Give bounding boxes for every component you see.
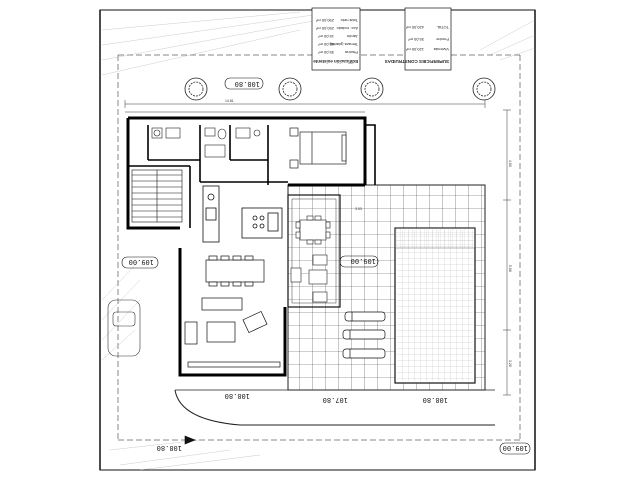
svg-text:290,00 m²: 290,00 m² — [315, 18, 334, 23]
svg-text:35,00 m²: 35,00 m² — [318, 50, 334, 55]
dimension-top-width: 14.81 — [225, 99, 234, 103]
right-table-title: SUPERFICIES CONSTRUIDAS — [385, 59, 449, 64]
svg-text:Total neto: Total neto — [340, 18, 358, 23]
svg-text:Jardín: Jardín — [347, 34, 358, 39]
svg-text:Piscina: Piscina — [344, 50, 358, 55]
svg-text:35,00 m²: 35,00 m² — [408, 37, 424, 42]
kitchen — [202, 185, 283, 243]
left-surface-table: Edificación existente Piscina 35,00 m² T… — [313, 18, 358, 64]
elevation-left: 109.00 — [129, 258, 154, 266]
dining-table — [205, 255, 265, 287]
surface-tables — [311, 7, 452, 71]
sun-loungers — [342, 311, 386, 359]
right-surface-table: SUPERFICIES CONSTRUIDAS Vivienda 120,00 … — [385, 25, 449, 64]
garden-hatch — [101, 11, 536, 471]
svg-text:TOTAL: TOTAL — [436, 25, 449, 30]
driveway — [174, 389, 495, 426]
right-dimension — [503, 109, 511, 396]
car — [107, 299, 141, 357]
living-room — [184, 297, 281, 368]
elevation-labels: 108.80 109.00 109.00 108.80 107.80 108.8… — [129, 80, 528, 452]
elevation-bottom-1: 108.80 — [225, 392, 250, 400]
dimension-right-2: 5.88 — [508, 265, 512, 272]
dimension-right-1: 4.60 — [508, 160, 512, 167]
trees — [184, 77, 496, 101]
porch-frame — [287, 194, 341, 308]
elevation-bottom-3: 108.80 — [423, 396, 448, 404]
svg-text:Porche: Porche — [436, 37, 449, 42]
dimension-mid: 3.53 — [355, 207, 362, 211]
outdoor-furniture — [290, 215, 331, 303]
swimming-pool — [394, 227, 476, 384]
elevation-terrace: 109.00 — [351, 257, 376, 265]
elevation-top: 108.80 — [235, 80, 260, 88]
elevation-markers — [121, 77, 531, 455]
staircase — [131, 169, 183, 223]
elevation-lower-left: 108.80 — [157, 444, 182, 452]
bed — [289, 127, 347, 169]
dimension-right-3: 3.28 — [508, 360, 512, 367]
elevation-bottom-2: 107.80 — [323, 396, 348, 404]
top-dimension — [124, 100, 486, 113]
svg-text:Acc. rodado: Acc. rodado — [336, 26, 358, 31]
left-table-title: Edificación existente — [313, 59, 358, 64]
svg-text:Vivienda: Vivienda — [433, 47, 449, 52]
interior-walls — [128, 124, 376, 228]
svg-text:120,00 m²: 120,00 m² — [405, 47, 424, 52]
plot-boundary — [99, 9, 536, 471]
svg-text:15,00 m²: 15,00 m² — [318, 34, 334, 39]
elevation-lower-right: 109.00 — [503, 444, 528, 452]
svg-text:250,00 m²: 250,00 m² — [315, 26, 334, 31]
svg-text:65,00 m²: 65,00 m² — [318, 42, 334, 47]
bathroom-fixtures — [151, 127, 261, 158]
house-walls — [126, 116, 367, 377]
svg-text:Terraza (planta): Terraza (planta) — [329, 42, 358, 47]
svg-text:420,00 m²: 420,00 m² — [405, 25, 424, 30]
